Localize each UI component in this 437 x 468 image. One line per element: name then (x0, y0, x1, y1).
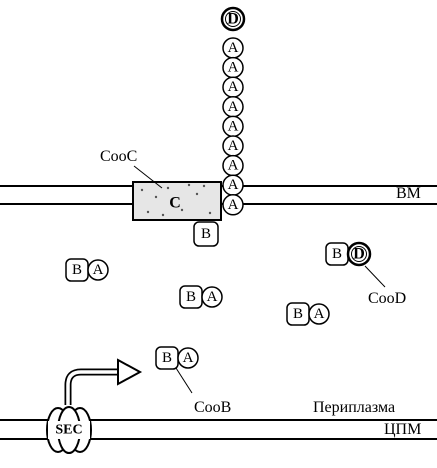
sec-translocon: SEC (46, 406, 92, 454)
ba-complex: B A (286, 302, 330, 326)
pilus-a-letter: A (228, 79, 239, 95)
pilus-a-letter: A (228, 40, 239, 56)
pilus-a-subunit: A (222, 135, 244, 157)
cood-label: CooD (368, 290, 406, 307)
pilus-tip-d-inner (225, 11, 241, 27)
bd-complex: B D (325, 241, 372, 267)
coob-label: CooB (194, 399, 231, 416)
a-letter: A (183, 350, 194, 366)
cooc-subunit-letter: C (169, 195, 181, 212)
b-letter: B (332, 246, 342, 262)
pilus-a-subunit: A (222, 96, 244, 118)
pilus-tip-d-letter: D (227, 11, 239, 28)
pilus-a-letter: A (228, 138, 239, 154)
b-letter: B (186, 289, 196, 305)
a-letter: A (314, 306, 325, 322)
pilus-a-subunit: A (222, 115, 244, 138)
pilus-a-subunit: A (222, 154, 244, 177)
ba-complex: B A (179, 285, 223, 309)
pilus-a-subunit: A (222, 56, 244, 79)
cooc-leader-line (133, 165, 163, 189)
cooc-label: CooC (100, 148, 137, 165)
outer-membrane-label: BM (396, 185, 421, 202)
periplasm-label: Периплазма (313, 399, 395, 416)
d-letter: D (353, 246, 365, 263)
coob-leader-line (175, 367, 193, 394)
cood-leader-line (364, 265, 386, 288)
ba-complex: B A (65, 258, 109, 282)
pilus-a-letter: A (228, 197, 239, 213)
a-letter: A (93, 262, 104, 278)
b-letter: B (293, 306, 303, 322)
pilus-a-subunit: A (222, 76, 244, 98)
a-letter: A (207, 289, 218, 305)
cooc-usher (132, 181, 222, 221)
pilus-a-letter: A (228, 118, 239, 134)
coob-ba-complex: B A (155, 346, 199, 370)
pilus-a-subunit: A (222, 37, 244, 59)
pilus-a-subunit: A (222, 194, 244, 216)
inner-membrane-label: ЦПМ (384, 421, 421, 438)
pilus-a-letter: A (228, 60, 239, 76)
usher-bound-b-subunit: B (193, 221, 219, 247)
periplasm-complexes: B A B A B A B A B D (65, 241, 372, 370)
usher-bound-b-letter: B (201, 226, 211, 242)
b-letter: B (72, 262, 82, 278)
pilus-a-letter: A (228, 177, 239, 193)
pilus-a-subunit: A (222, 174, 244, 196)
export-arrow (64, 358, 143, 405)
sec-label: SEC (55, 423, 82, 438)
pilus-a-letter: A (228, 99, 239, 115)
pilus-a-letter: A (228, 158, 239, 174)
b-letter: B (162, 350, 172, 366)
